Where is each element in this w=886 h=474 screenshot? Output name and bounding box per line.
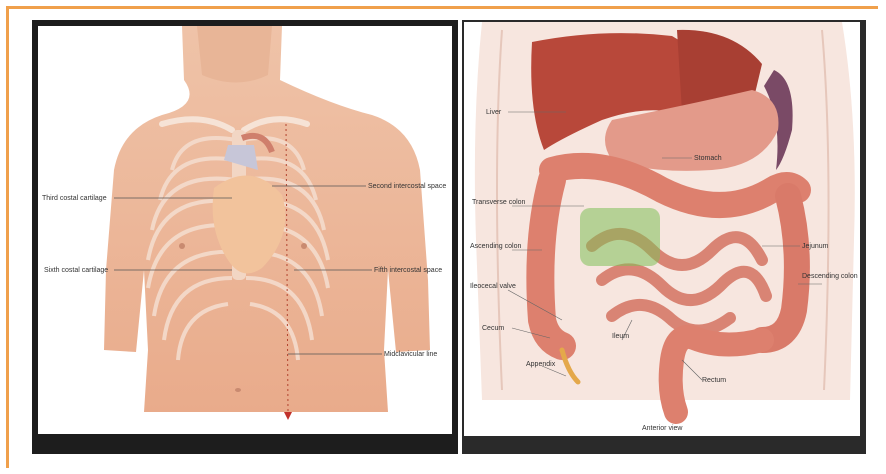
label-sixth-costal-cartilage: Sixth costal cartilage (44, 267, 108, 274)
label-rectum: Rectum (702, 377, 726, 384)
label-third-costal-cartilage: Third costal cartilage (42, 195, 107, 202)
label-transverse-colon: Transverse colon (472, 199, 526, 206)
label-fifth-intercostal-space: Fifth intercostal space (374, 267, 442, 274)
label-jejunum: Jejunum (802, 243, 829, 250)
label-ileocecal-valve: Ileocecal valve (470, 283, 516, 290)
label-descending-colon: Descending colon (802, 273, 858, 280)
figure-caption: Anterior view (642, 425, 683, 432)
label-ileum: Ileum (612, 333, 629, 340)
thorax-illustration: Third costal cartilage Sixth costal cart… (32, 20, 458, 454)
label-liver: Liver (486, 109, 502, 116)
label-cecum: Cecum (482, 325, 504, 332)
thorax-illustration-panel: Third costal cartilage Sixth costal cart… (32, 20, 458, 454)
label-midclavicular-line: Midclavicular line (384, 351, 437, 358)
abdomen-illustration: Liver Stomach Transverse colon Jejunum A… (462, 20, 866, 454)
abdomen-illustration-panel: Liver Stomach Transverse colon Jejunum A… (462, 20, 866, 454)
label-appendix: Appendix (526, 361, 556, 368)
label-second-intercostal-space: Second intercostal space (368, 183, 446, 190)
label-ascending-colon: Ascending colon (470, 243, 521, 250)
label-stomach: Stomach (694, 155, 722, 162)
